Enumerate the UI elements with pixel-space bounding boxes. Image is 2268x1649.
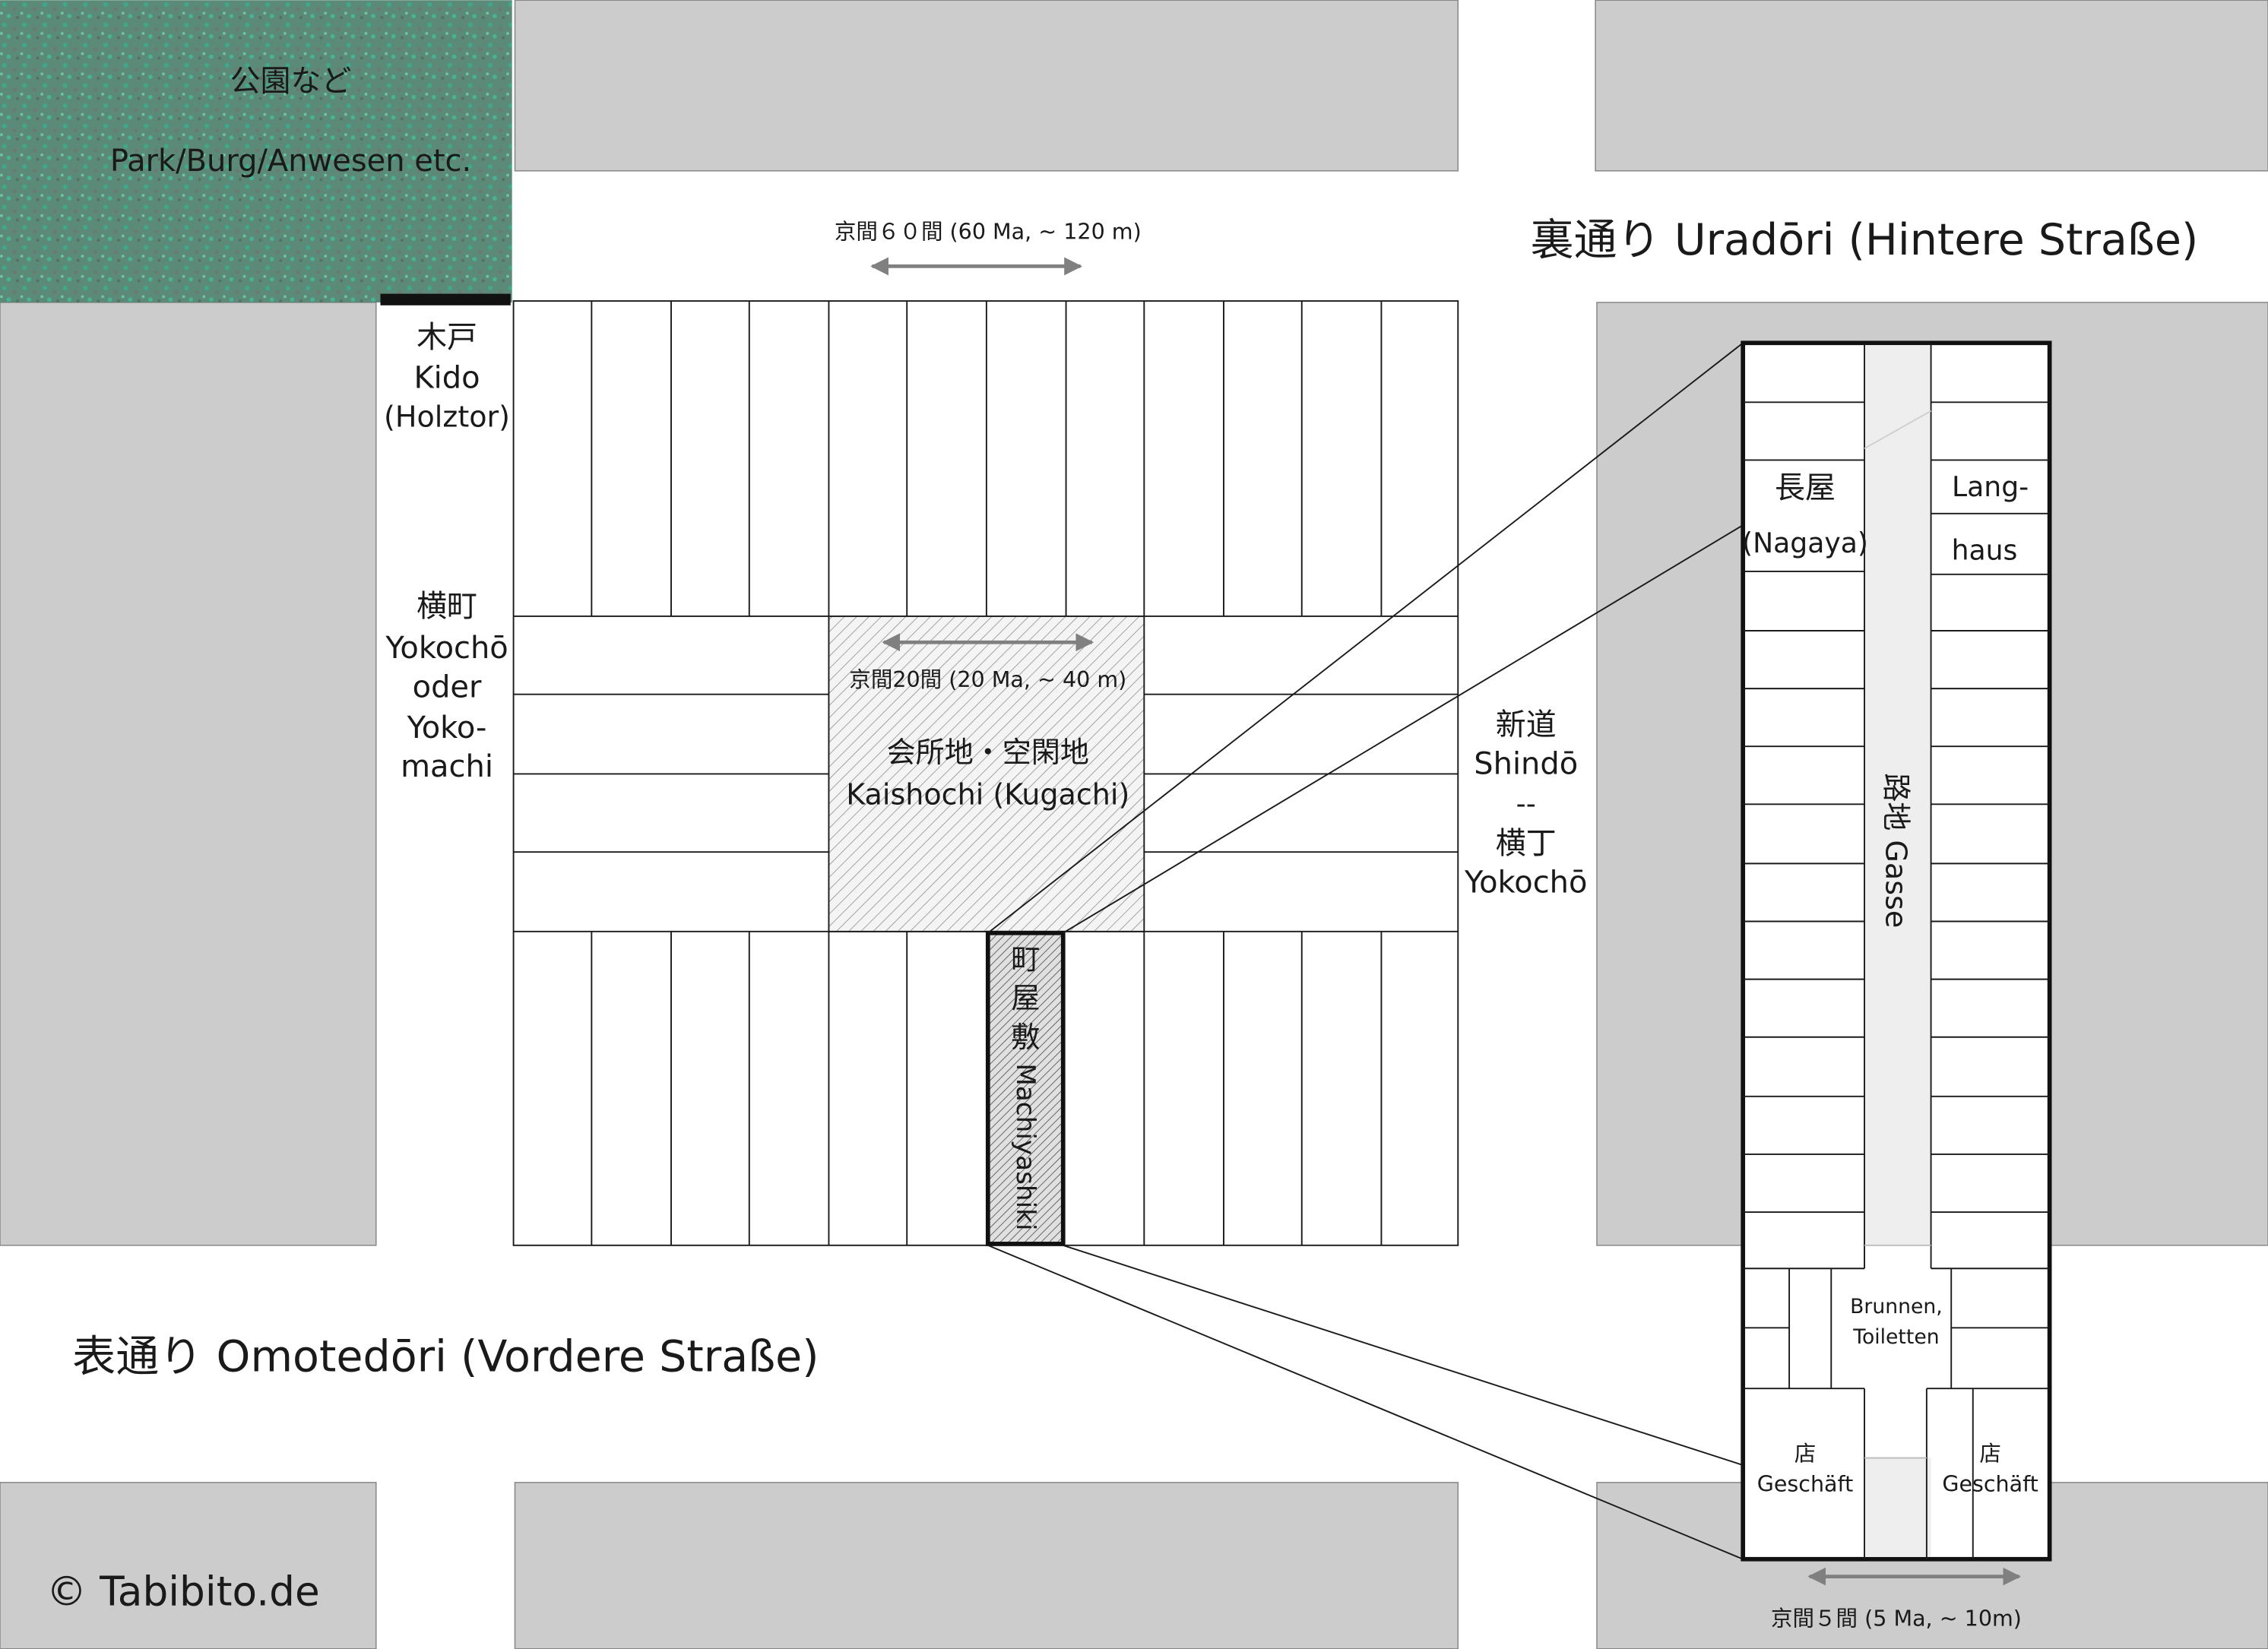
detail-lot [1741, 340, 2052, 1562]
block-width-label: 京間６０間 (60 Ma, ~ 120 m) [835, 219, 1142, 244]
center-width-label: 京間20間 (20 Ma, ~ 40 m) [849, 667, 1126, 692]
kaishochi-label-romaji: Kaishochi (Kugachi) [846, 777, 1129, 811]
yokocho-label-or: oder [413, 670, 482, 705]
shop-left-de: Geschäft [1757, 1471, 1854, 1496]
alley-label: 路地 Gasse [1880, 773, 1913, 928]
park-area: 公園など Park/Burg/Anwesen etc. [0, 0, 512, 302]
kaishochi-area [828, 616, 1145, 932]
shindo-label-romaji2: Yokochō [1464, 865, 1587, 900]
bottom-lot-lines [591, 931, 1383, 1245]
shop-right-de: Geschäft [1942, 1471, 2038, 1496]
kido-gate-bar [380, 293, 511, 305]
kido-label-jp: 木戸 [417, 320, 477, 355]
block-bottom-center [514, 1482, 1459, 1649]
block-top-center [514, 0, 1459, 172]
machiyashiki-lot [985, 930, 1066, 1246]
machiya-char-1: 町 [1011, 942, 1040, 976]
well-label-2: Toiletten [1852, 1325, 1939, 1349]
zoom-lines [987, 342, 1744, 1560]
lot-width-label: 京間５間 (5 Ma, ~ 10m) [1771, 1606, 2022, 1631]
central-block [512, 300, 1459, 1246]
langhaus-label-1: Lang- [1952, 470, 2029, 503]
nagaya-label-jp: 長屋 [1775, 470, 1836, 505]
kaishochi-label-jp: 会所地・空閑地 [887, 736, 1089, 769]
shindo-label-jp2: 横丁 [1496, 826, 1557, 861]
yokocho-label-jp: 横町 [417, 589, 477, 624]
copyright-label: © Tabibito.de [46, 1568, 320, 1616]
yokocho-label-alt2: machi [401, 749, 493, 784]
yokocho-label-romaji: Yokochō [385, 631, 508, 666]
machiya-char-2: 屋 [1011, 982, 1040, 1015]
shop-right-jp: 店 [1979, 1441, 2001, 1466]
park-label-jp: 公園など [230, 64, 352, 99]
kido-label-romaji: Kido [413, 360, 480, 395]
alley-strip [1864, 346, 1931, 1245]
block-top-right [1595, 0, 2268, 172]
block-mid-left [0, 302, 377, 1246]
back-street-label: 裏通り Uradōri (Hintere Straße) [1530, 215, 2198, 265]
shindo-label-sep: -- [1516, 787, 1536, 820]
machiya-char-3: 敷 [1011, 1021, 1040, 1054]
park-label-de: Park/Burg/Anwesen etc. [110, 144, 471, 179]
shindo-label-romaji: Shindō [1474, 746, 1578, 781]
front-street-label: 表通り Omotedōri (Vordere Straße) [72, 1331, 819, 1382]
block-bottom-left [0, 1482, 377, 1649]
machiya-romaji: Machiyashiki [1010, 1063, 1041, 1230]
nagaya-label-romaji: (Nagaya) [1742, 527, 1868, 559]
shindo-label-jp: 新道 [1496, 707, 1557, 742]
langhaus-label-2: haus [1952, 534, 2018, 567]
yokocho-label-alt1: Yoko- [407, 711, 487, 745]
kido-label-de: (Holztor) [384, 400, 510, 434]
shop-left-jp: 店 [1794, 1441, 1817, 1466]
well-label-1: Brunnen, [1850, 1295, 1943, 1318]
